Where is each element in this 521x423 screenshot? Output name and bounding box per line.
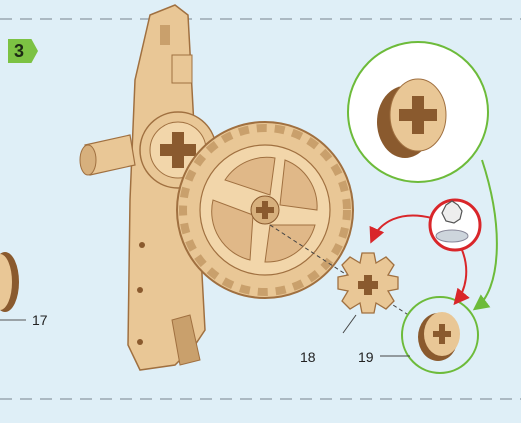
part-label-17: 17 — [32, 312, 48, 328]
part-19-detail — [380, 296, 479, 374]
frame-plank — [127, 4, 206, 371]
part-label-19: 19 — [358, 349, 374, 365]
part-label-18: 18 — [300, 349, 316, 365]
part-18-gear — [337, 252, 399, 334]
large-gear — [176, 121, 354, 299]
green-arrow — [472, 159, 498, 311]
part-17-illustration — [0, 252, 26, 321]
axle — [79, 134, 136, 176]
red-arrow-to-18 — [369, 214, 433, 244]
step-badge: 3 — [8, 39, 38, 63]
magnified-detail-circle — [347, 41, 489, 183]
red-arrow-to-19 — [453, 249, 470, 306]
step-number: 3 — [14, 41, 25, 61]
glue-icon — [428, 198, 482, 252]
